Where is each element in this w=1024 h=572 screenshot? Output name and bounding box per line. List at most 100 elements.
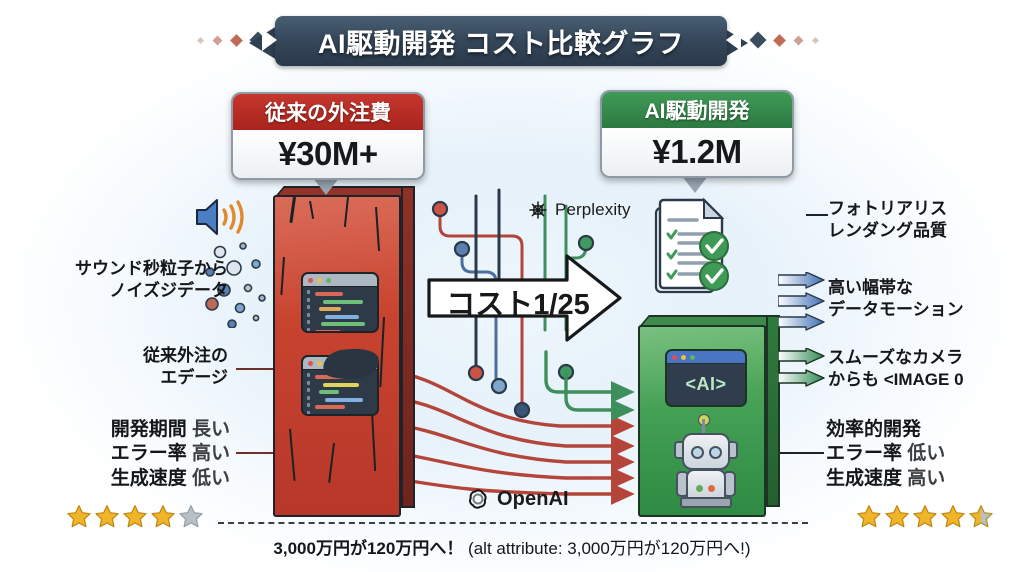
robot-status-light-green: [696, 485, 703, 492]
ai-stat-label-3: 生成速度: [826, 467, 903, 489]
annotation-noise-line-1: サウンド秒粒子から: [75, 259, 228, 278]
diamond-icon: [811, 36, 820, 44]
window-title-bar: [303, 274, 377, 287]
annotation-camera-line-1: スムーズなカメラ: [828, 348, 964, 367]
legacy-stat-label-3: 生成速度: [110, 467, 187, 489]
bandwidth-arrows: [778, 272, 825, 331]
page-title: AI駆動開発 コスト比較グラフ: [317, 28, 684, 59]
ai-stat-row-1: 効率的開発: [826, 418, 1006, 442]
annotation-bandwidth: 高い幅帯な データモーション: [828, 277, 1018, 321]
bottom-caption-rest: (alt attribute: 3,000万円が120万円へ!): [463, 539, 751, 558]
robot-icon: [674, 414, 738, 508]
ai-stat-row-2: エラー率 低い: [826, 442, 1006, 466]
annotation-camera: スムーズなカメラ からも <IMAGE 0: [828, 347, 1020, 391]
minimize-dot-icon: [317, 360, 322, 366]
ai-cost-card: AI駆動開発 ¥1.2M: [600, 90, 794, 178]
annotation-edge-line-1: 従来外注の: [143, 346, 228, 365]
leader-line-photoreal: [806, 214, 828, 216]
ai-rating-stars: [856, 504, 994, 529]
bottom-divider: [218, 522, 808, 524]
ai-stat-value-2: 低い: [907, 443, 946, 465]
legacy-card-pointer: [313, 178, 339, 195]
code-content: [303, 370, 377, 413]
annotation-bandwidth-line-2: データモーション: [828, 299, 964, 319]
annotation-photoreal-line-2: レンダング品質: [828, 220, 947, 240]
star-icon-filled: [95, 505, 119, 528]
ai-stat-row-3: 生成速度 高い: [826, 467, 1006, 491]
ai-server-tower: <AI>: [638, 325, 766, 517]
title-banner: AI駆動開発 コスト比較グラフ: [275, 16, 727, 66]
legacy-cost-card: 従来の外注費 ¥30M+: [231, 92, 425, 180]
ribbon-notch-left: [262, 29, 277, 51]
annotation-edge-line-2: エデージ: [160, 367, 228, 387]
bottom-caption-bold: 3,000万円が120万円へ！: [273, 539, 464, 558]
robot-head: [682, 433, 730, 470]
cost-reduction-arrow: [427, 254, 622, 342]
legacy-stat-value-3: 低い: [191, 467, 230, 489]
diamond-icon: [196, 36, 205, 44]
leader-line-legacy-stats: [236, 452, 298, 454]
legacy-stat-value-2: 高い: [191, 443, 230, 465]
legacy-tower-side: [401, 186, 415, 508]
legacy-stat-row-3: 生成速度 低い: [60, 467, 230, 491]
annotation-photoreal-line-1: フォトリアリス: [828, 199, 947, 218]
ai-stat-value-3: 高い: [907, 467, 946, 489]
code-content: [303, 287, 377, 331]
star-icon-half: [969, 505, 993, 528]
legacy-stat-row-1: 開発期間 長い: [60, 418, 230, 442]
robot-status-light-orange: [708, 485, 715, 492]
legacy-stats-block: 開発期間 長い エラー率 高い 生成速度 低い: [60, 418, 230, 491]
annotation-bandwidth-line-1: 高い幅帯な: [828, 278, 913, 297]
star-icon-empty: [179, 505, 203, 528]
star-icon-filled: [885, 505, 909, 528]
legacy-cost-heading: 従来の外注費: [233, 94, 423, 130]
legacy-code-window-top: [301, 272, 379, 333]
legacy-stat-value-1: 長い: [191, 419, 230, 440]
maximize-dot-icon: [326, 277, 331, 283]
close-dot-icon: [308, 277, 313, 283]
ai-cost-amount: ¥1.2M: [602, 128, 792, 176]
speaker-icon: [196, 199, 244, 235]
openai-label: OpenAI: [497, 487, 569, 510]
close-dot-icon: [672, 354, 677, 360]
diamond-icon: [793, 35, 804, 45]
bottom-caption: 3,000万円が120万円へ！ (alt attribute: 3,000万円が…: [0, 534, 1024, 559]
line-number-gutter: [307, 290, 310, 331]
annotation-noise-line-2: ノイズジデータ: [109, 280, 229, 300]
legacy-cost-amount: ¥30M+: [233, 130, 423, 178]
robot-antenna: [702, 419, 705, 434]
leader-line-ai-stats: [780, 452, 824, 454]
ai-stats-block: 効率的開発 エラー率 低い 生成速度 高い: [826, 418, 1006, 491]
window-title-bar: [667, 351, 745, 364]
minimize-dot-icon: [681, 354, 686, 360]
diamond-icon: [749, 31, 767, 49]
robot-eye-right: [709, 446, 722, 459]
openai-logo-icon: [469, 489, 487, 509]
leader-line-edge: [236, 368, 298, 370]
openai-logo: OpenAI: [466, 487, 569, 511]
legacy-rating-stars: [66, 504, 204, 529]
minimize-dot-icon: [317, 277, 322, 283]
ribbon-notch-right: [726, 29, 741, 51]
perplexity-label: Perplexity: [555, 200, 631, 219]
perplexity-logo-icon: [529, 201, 547, 219]
annotation-edge: 従来外注の エデージ: [78, 345, 228, 389]
ai-stat-label-1: 効率的開発: [826, 419, 922, 440]
star-icon-filled: [941, 505, 965, 528]
cost-ratio-label: コスト1/25: [446, 289, 590, 321]
annotation-noise: サウンド秒粒子から ノイズジデータ: [28, 258, 228, 302]
ai-card-pointer: [682, 176, 708, 193]
annotation-photoreal: フォトリアリス レンダング品質: [828, 198, 1018, 242]
legacy-stat-row-2: エラー率 高い: [60, 442, 230, 466]
maximize-dot-icon: [690, 354, 695, 360]
close-dot-icon: [308, 360, 313, 366]
diamond-icon: [773, 33, 786, 47]
checklist-document-icon: [654, 197, 729, 294]
line-number-gutter: [307, 373, 310, 414]
ai-code-window: <AI>: [665, 349, 747, 407]
legacy-stat-label-1: 開発期間: [110, 419, 187, 440]
star-icon-filled: [67, 505, 91, 528]
star-icon-filled: [857, 505, 881, 528]
diamond-icon: [212, 35, 223, 45]
